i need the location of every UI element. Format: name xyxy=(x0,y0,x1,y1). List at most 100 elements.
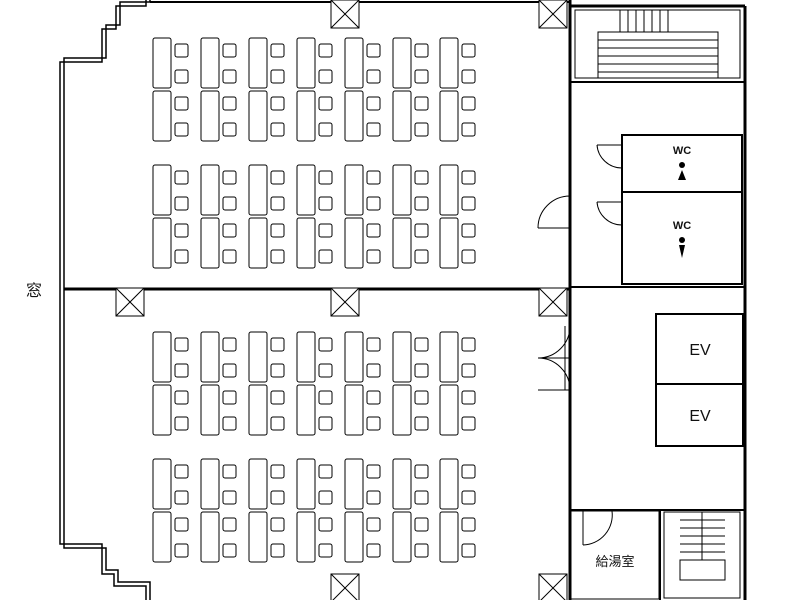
chair xyxy=(461,517,476,532)
chair xyxy=(174,490,189,505)
window-label: 窓 xyxy=(26,282,42,300)
chair xyxy=(366,249,381,264)
structural-column-icon xyxy=(330,287,360,317)
chair xyxy=(414,223,429,238)
chair xyxy=(270,249,285,264)
desk xyxy=(296,331,316,383)
chair xyxy=(270,464,285,479)
chair xyxy=(270,43,285,58)
chair xyxy=(461,337,476,352)
desk xyxy=(200,331,220,383)
desk xyxy=(392,217,412,269)
chair xyxy=(461,43,476,58)
chair xyxy=(318,249,333,264)
chair xyxy=(174,96,189,111)
chair xyxy=(222,337,237,352)
desk xyxy=(296,511,316,563)
chair xyxy=(414,122,429,137)
chair xyxy=(414,390,429,405)
chair xyxy=(174,416,189,431)
chair xyxy=(318,363,333,378)
chair xyxy=(222,416,237,431)
desk xyxy=(439,90,459,142)
chair xyxy=(270,363,285,378)
chair xyxy=(222,223,237,238)
chair xyxy=(222,170,237,185)
desk xyxy=(248,90,268,142)
chair xyxy=(461,170,476,185)
chair xyxy=(270,337,285,352)
chair xyxy=(174,543,189,558)
chair xyxy=(270,490,285,505)
desk xyxy=(439,217,459,269)
chair xyxy=(222,249,237,264)
wc-rooms xyxy=(596,134,743,285)
desk xyxy=(344,217,364,269)
chair xyxy=(414,464,429,479)
desk xyxy=(152,458,172,510)
chair xyxy=(366,43,381,58)
chair xyxy=(222,490,237,505)
kitchenette-room xyxy=(570,510,660,600)
desk xyxy=(344,37,364,89)
chair xyxy=(461,223,476,238)
wc-icon-male xyxy=(679,237,685,258)
chair xyxy=(270,96,285,111)
chair xyxy=(222,43,237,58)
structural-column-icon xyxy=(538,573,568,600)
chair xyxy=(318,490,333,505)
desk xyxy=(296,90,316,142)
desk xyxy=(296,164,316,216)
chair xyxy=(366,223,381,238)
chair xyxy=(174,170,189,185)
chair xyxy=(366,517,381,532)
desk xyxy=(344,331,364,383)
chair xyxy=(270,517,285,532)
chair xyxy=(318,416,333,431)
desk xyxy=(200,511,220,563)
desk xyxy=(152,37,172,89)
desk xyxy=(200,384,220,436)
chair xyxy=(222,543,237,558)
desk xyxy=(392,384,412,436)
desk xyxy=(344,164,364,216)
chair xyxy=(366,363,381,378)
chair xyxy=(366,490,381,505)
chair xyxy=(461,464,476,479)
chair xyxy=(461,96,476,111)
chair xyxy=(318,196,333,211)
chair xyxy=(461,490,476,505)
chair xyxy=(318,96,333,111)
desk xyxy=(152,164,172,216)
chair xyxy=(174,122,189,137)
chair xyxy=(318,337,333,352)
desk-area xyxy=(152,37,476,563)
chair xyxy=(222,122,237,137)
chair xyxy=(366,170,381,185)
desk xyxy=(392,331,412,383)
chair xyxy=(174,517,189,532)
chair xyxy=(318,543,333,558)
desk xyxy=(439,458,459,510)
desk xyxy=(152,217,172,269)
chair xyxy=(318,122,333,137)
structural-column-icon xyxy=(330,573,360,600)
chair xyxy=(366,337,381,352)
chair xyxy=(174,223,189,238)
chair xyxy=(461,390,476,405)
chair xyxy=(414,490,429,505)
ev-lower-label: EV xyxy=(689,408,711,425)
chair xyxy=(414,337,429,352)
chair xyxy=(414,517,429,532)
chair xyxy=(174,464,189,479)
chair xyxy=(461,249,476,264)
chair xyxy=(222,196,237,211)
chair xyxy=(174,196,189,211)
chair xyxy=(366,196,381,211)
outer-wall-left xyxy=(59,0,151,600)
desk xyxy=(248,511,268,563)
desk xyxy=(152,511,172,563)
desk xyxy=(344,90,364,142)
desk xyxy=(152,331,172,383)
chair xyxy=(222,96,237,111)
